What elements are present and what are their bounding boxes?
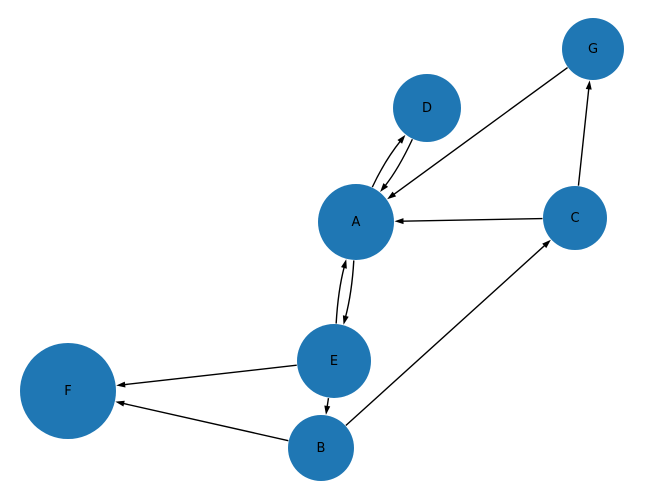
graph-edge-C-G [577,87,590,186]
graph-node-A[interactable]: A [318,184,394,260]
graph-node-C[interactable]: C [543,186,607,250]
graph-edge-C-A [402,217,543,222]
arrowhead-C-G [585,80,592,90]
graph-node-F[interactable]: F [20,343,116,439]
arrowhead-E-A [341,259,347,269]
edge-layer [115,67,592,442]
node-layer: A B C D E F G [20,18,624,481]
graph-edge-E-A [335,266,345,324]
graph-node-D[interactable]: D [393,74,461,142]
graph-edge-E-F [123,364,297,386]
arrowhead-G-A [387,191,397,200]
graph-edge-A-D [371,140,402,188]
arrowhead-C-A [394,218,404,225]
arrowhead-E-B [324,405,331,415]
node-circle-G[interactable] [562,18,624,80]
arrowhead-B-C [542,239,551,249]
node-circle-A[interactable] [318,184,394,260]
node-circle-B[interactable] [288,415,354,481]
graph-node-G[interactable]: G [562,18,624,80]
arrowhead-B-F [115,400,125,407]
graph-edge-B-C [345,244,546,427]
arrowhead-A-D [397,134,406,144]
graph-edge-G-A [392,67,568,196]
graph-edge-A-E [344,260,355,318]
node-circle-F[interactable] [20,343,116,439]
graph-edge-B-F [122,402,289,442]
graph-node-B[interactable]: B [288,415,354,481]
graph-edge-D-A [384,138,414,187]
arrowhead-A-E [342,315,349,325]
node-circle-D[interactable] [393,74,461,142]
node-circle-C[interactable] [543,186,607,250]
arrowhead-D-A [380,183,389,192]
arrowhead-E-F [116,381,126,388]
graph-node-E[interactable]: E [297,324,371,398]
node-circle-E[interactable] [297,324,371,398]
